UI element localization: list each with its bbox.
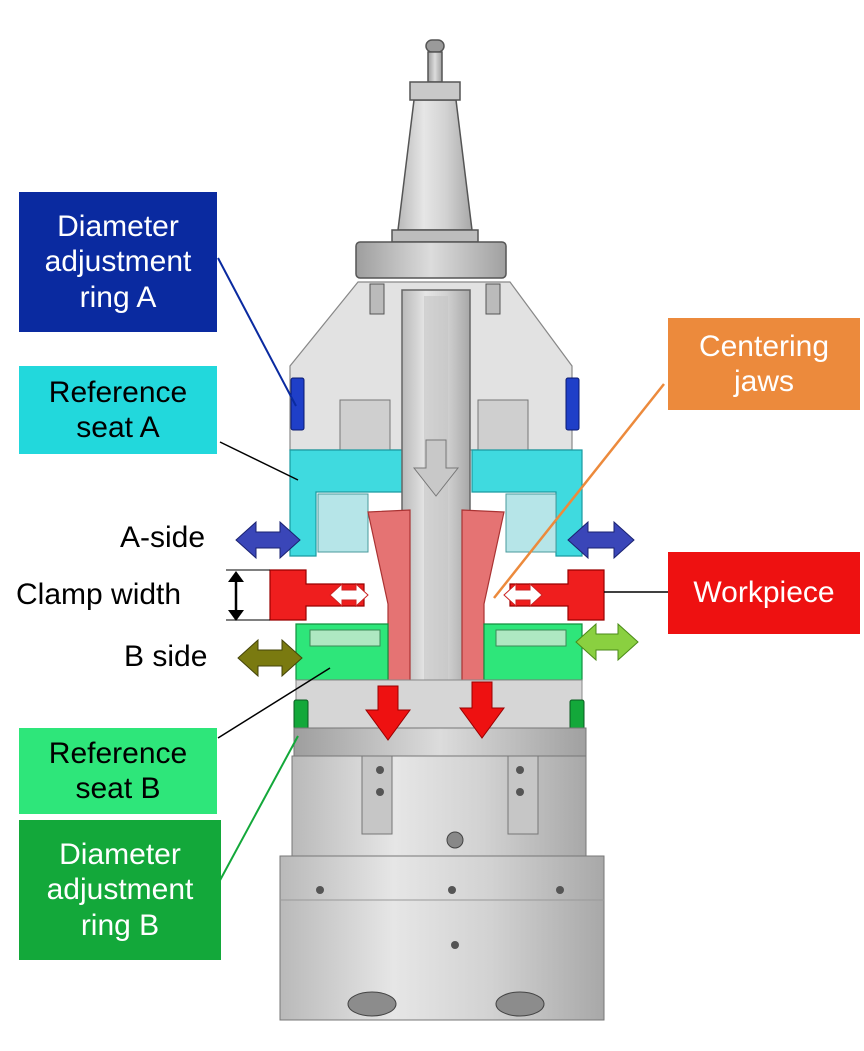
clamp-width-dimension: [226, 569, 270, 621]
centering-jaws-part: [367, 509, 505, 701]
b-side-label: B side: [124, 640, 208, 673]
workpiece-label: Workpiece: [668, 552, 860, 634]
leader-lines: [217, 257, 668, 885]
clamp-width-label: Clamp width: [16, 578, 182, 611]
clamping-force-arrows: [365, 439, 505, 741]
taper-shank: [355, 39, 507, 279]
reference-seat-b-part: [295, 623, 583, 681]
draw-bar: [401, 289, 471, 741]
workpiece-part: [269, 569, 605, 621]
jaw-motion-arrows: [329, 582, 543, 608]
lower-housing: [279, 679, 605, 1021]
b-side-arrows: [237, 622, 639, 678]
reference-seat-a-part: [289, 449, 583, 557]
diameter-adjustment-ring-a-label: Diameter adjustment ring A: [19, 192, 217, 332]
diameter-adjustment-ring-b-label: Diameter adjustment ring B: [19, 820, 221, 960]
reference-seat-b-label: Reference seat B: [19, 728, 217, 814]
a-side-arrows: [235, 520, 635, 560]
reference-seat-a-label: Reference seat A: [19, 366, 217, 454]
centering-jaws-label: Centering jaws: [668, 318, 860, 410]
a-side-label: A-side: [120, 521, 206, 554]
